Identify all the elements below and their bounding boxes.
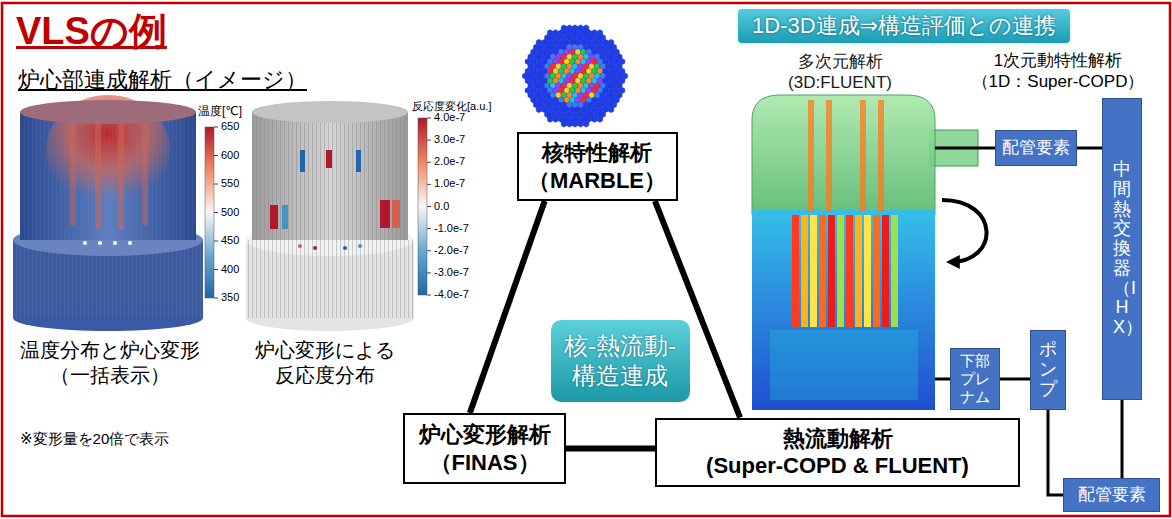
node-text: ポンプ	[1039, 340, 1057, 399]
colorbar-tick: 600	[221, 149, 239, 163]
model-heading: （1D：Super-COPD）	[958, 71, 1158, 92]
3d-fluent-model	[752, 95, 978, 410]
node-text: 核-熱流動- 構造連成	[558, 331, 683, 391]
section-heading: 炉心部連成解析（イメージ）	[18, 66, 307, 94]
colorbar-tick: 4.0e-7	[434, 111, 465, 125]
component-box: 配管要素	[995, 130, 1077, 166]
hexagonal-core-map	[522, 25, 627, 127]
component-box: 中間熱交換器（IHX）	[1102, 98, 1142, 400]
analysis-box: 熱流動解析(Super-COPD & FLUENT)	[655, 418, 1020, 487]
slide-frame	[2, 3, 1170, 516]
coupling-box: 核-熱流動- 構造連成	[549, 318, 692, 404]
colorbar-tick: 350	[221, 291, 239, 305]
model-heading: 1次元動特性解析	[958, 50, 1158, 71]
colorbar-tick: 500	[221, 206, 239, 220]
node-text: (Super-COPD & FLUENT)	[706, 452, 969, 480]
colorbar-ticks	[214, 118, 431, 298]
connector-line	[1121, 400, 1124, 478]
colorbar-tick: -4.0e-7	[434, 288, 469, 302]
temperature-core-image	[13, 95, 203, 331]
colorbar-tick: 550	[221, 177, 239, 191]
colorbar-tick: 1.0e-7	[434, 177, 465, 191]
component-box: 下部プレナム	[950, 348, 1000, 410]
colorbar-tick: 0.0	[434, 200, 449, 214]
node-text: 下部プレナム	[959, 352, 991, 406]
colorbar-tick: 650	[221, 120, 239, 134]
node-text: 中間熱交換器（IHX）	[1113, 160, 1131, 338]
connector-line	[935, 378, 950, 381]
connector-line	[566, 446, 655, 452]
reactivity-colorbar	[418, 118, 427, 295]
reactivity-core-image	[246, 101, 414, 331]
node-text: 炉心変形解析	[419, 421, 551, 449]
node-text: （MARBLE）	[528, 167, 666, 195]
connector-line	[470, 201, 545, 413]
node-text: 熱流動解析	[783, 425, 893, 453]
colorbar-tick: 450	[221, 234, 239, 248]
colorbar-title: 温度[℃]	[198, 104, 242, 119]
connector-line	[1000, 378, 1030, 381]
connector-line	[1077, 147, 1102, 150]
analysis-box: 炉心変形解析（FINAS）	[403, 413, 566, 484]
image-caption: 炉心変形による 反応度分布	[240, 338, 410, 388]
colorbar-tick: -2.0e-7	[434, 244, 469, 258]
node-text: 配管要素	[1002, 137, 1070, 158]
3d-model-region: 多次元解析(3D:FLUENT)	[745, 48, 935, 410]
node-text: （FINAS）	[430, 449, 540, 477]
node-text: 多次元解析	[798, 51, 883, 72]
image-caption: 温度分布と炉心変形 （一括表示）	[12, 338, 207, 388]
analysis-box: 核特性解析（MARBLE）	[517, 132, 678, 201]
coupling-arrow	[942, 200, 987, 262]
colorbar-tick: -3.0e-7	[434, 266, 469, 280]
node-text: 1D-3D連成⇒構造評価との連携	[752, 12, 1056, 40]
section-banner: 1D-3D連成⇒構造評価との連携	[736, 7, 1072, 45]
colorbar-tick: -1.0e-7	[434, 222, 469, 236]
node-text: 核特性解析	[542, 139, 652, 167]
colorbar-tick: 3.0e-7	[434, 133, 465, 147]
connector-line	[1048, 410, 1063, 495]
note: ※変形量を20倍で表示	[20, 430, 169, 449]
component-box: 配管要素	[1063, 478, 1160, 512]
colorbar-tick: 2.0e-7	[434, 155, 465, 169]
node-text: (3D:FLUENT)	[788, 72, 892, 93]
slide-title: VLSの例	[16, 8, 167, 56]
node-text: 配管要素	[1078, 484, 1146, 505]
colorbar-tick: 400	[221, 263, 239, 277]
temperature-colorbar	[205, 127, 214, 298]
connector-line	[935, 147, 995, 150]
component-box: ポンプ	[1030, 330, 1066, 410]
